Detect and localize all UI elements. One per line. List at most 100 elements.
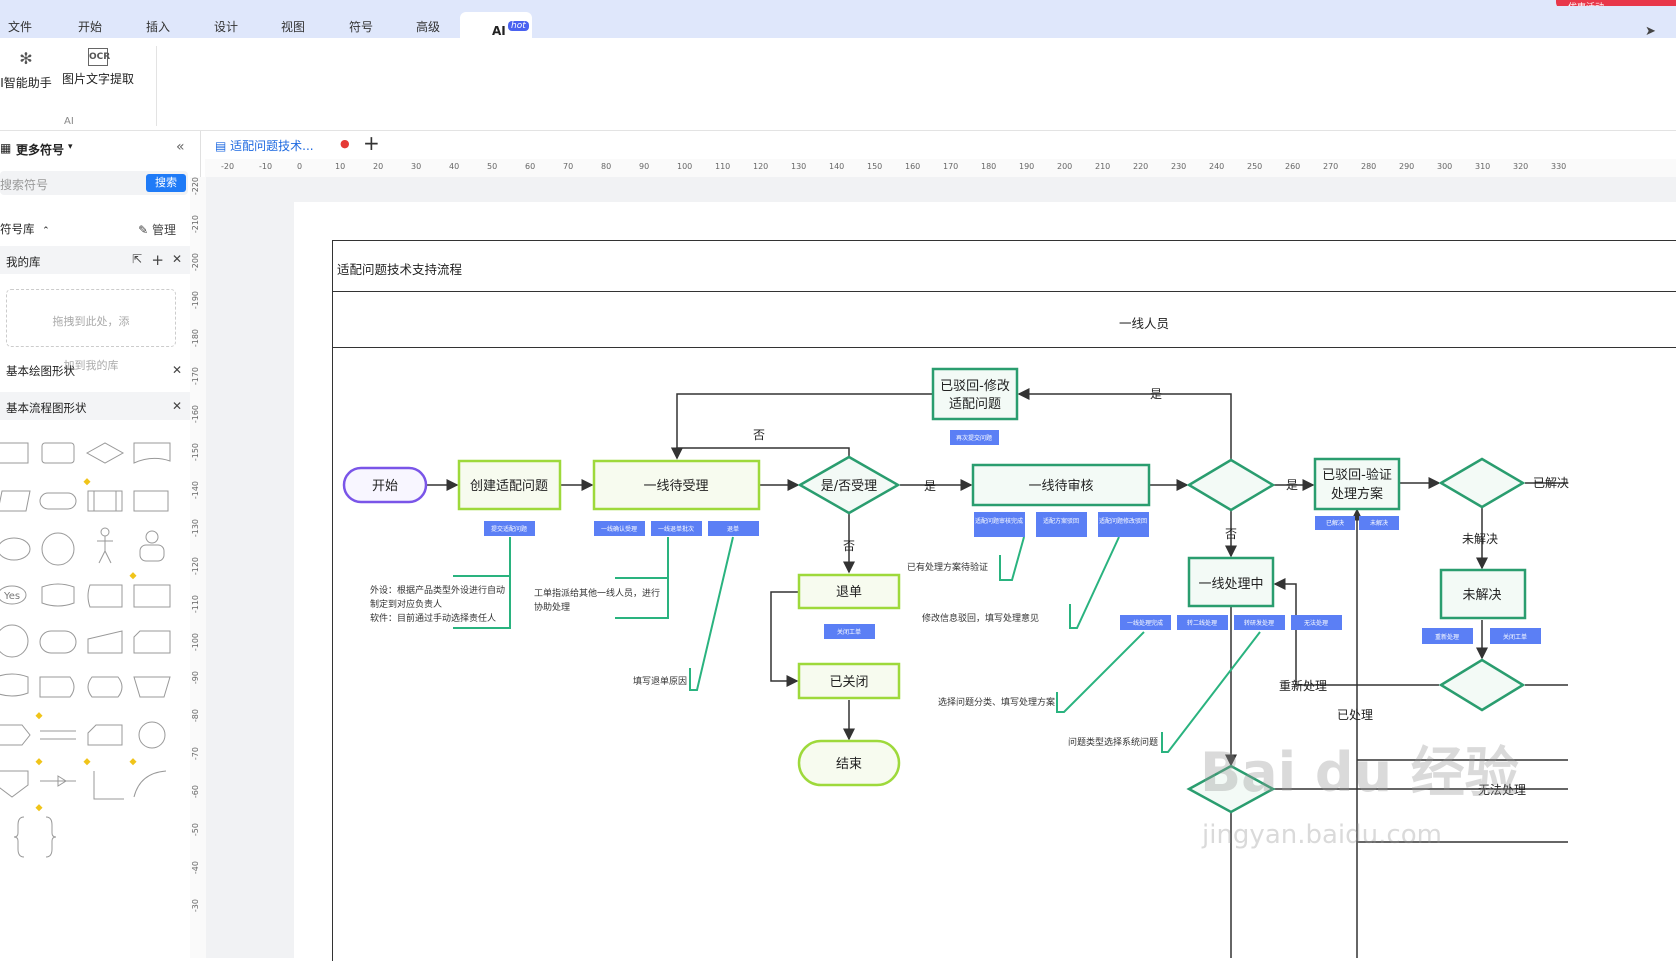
tag-r3[interactable]: [1098, 512, 1149, 537]
chevron-down-icon[interactable]: ▾: [68, 142, 73, 152]
canvas[interactable]: 适配问题技术支持流程 一线人员: [206, 177, 1676, 961]
menu-insert[interactable]: 插入: [146, 20, 171, 34]
sidebar-title[interactable]: 更多符号: [16, 143, 65, 157]
direct-data-shape[interactable]: [39, 630, 77, 654]
node-rejected-verify[interactable]: [1313, 457, 1401, 511]
circle-shape[interactable]: [41, 532, 75, 566]
node-unresolved[interactable]: [1439, 568, 1527, 620]
tag-p4[interactable]: [1291, 615, 1342, 630]
connector-shape[interactable]: [0, 624, 29, 658]
process-shape[interactable]: [87, 490, 123, 512]
export-icon[interactable]: ⇱: [131, 252, 142, 266]
stored-data-shape[interactable]: [87, 584, 123, 608]
internal-storage-shape[interactable]: [133, 584, 171, 608]
edge-rejected-accept[interactable]: [671, 393, 932, 460]
menu-advanced[interactable]: 高级: [416, 20, 441, 34]
callout-n4[interactable]: [999, 536, 1025, 581]
node-decide-accept[interactable]: [797, 455, 901, 515]
tag-v2[interactable]: [1359, 516, 1399, 530]
node-rejected-modify[interactable]: [931, 367, 1019, 421]
menu-home[interactable]: 开始: [78, 20, 103, 34]
shape-palette[interactable]: Yes: [0, 431, 190, 971]
diamond-shape[interactable]: [85, 442, 125, 464]
callout-n6[interactable]: [1056, 631, 1145, 713]
symbol-search[interactable]: 搜索符号 搜索: [0, 171, 188, 195]
basic-flow-row[interactable]: 基本流程图形状 ✕: [0, 392, 200, 420]
preparation-shape[interactable]: [0, 724, 31, 746]
callout-n7[interactable]: [1161, 631, 1261, 753]
manual-input-shape[interactable]: [87, 630, 123, 654]
display-shape[interactable]: [87, 676, 123, 698]
tag-r2[interactable]: [1036, 512, 1087, 537]
tag-u1[interactable]: [1422, 628, 1473, 644]
tag-v1[interactable]: [1315, 516, 1355, 530]
delay-shape[interactable]: [39, 676, 75, 698]
brace-shape[interactable]: [13, 816, 25, 858]
node-create[interactable]: [457, 459, 562, 511]
tag-t2[interactable]: [651, 521, 702, 536]
off-page-shape[interactable]: [0, 770, 29, 798]
add-icon[interactable]: +: [151, 251, 164, 269]
tag-t1[interactable]: [594, 521, 645, 536]
menu-symbol[interactable]: 符号: [349, 20, 374, 34]
yes-shape[interactable]: [0, 585, 27, 605]
parallelogram-shape[interactable]: [0, 490, 31, 512]
tag-u2[interactable]: [1490, 628, 1541, 644]
edge-reprocess[interactable]: [1273, 578, 1439, 686]
node-review-diamond[interactable]: [1186, 458, 1276, 512]
tag-close[interactable]: [824, 624, 875, 639]
edge-return-closed[interactable]: [770, 591, 799, 687]
node-end[interactable]: [797, 739, 901, 787]
person-shape[interactable]: [100, 527, 110, 537]
manage-button[interactable]: ✎ 管理: [138, 223, 176, 237]
node-processing[interactable]: [1187, 556, 1275, 608]
card-shape[interactable]: [133, 630, 171, 654]
share-icon[interactable]: ➤: [1645, 24, 1656, 39]
my-library-row[interactable]: 我的库 ⇱ + ✕: [0, 246, 200, 274]
search-button[interactable]: 搜索: [146, 174, 186, 192]
predefined-shape[interactable]: [133, 490, 169, 512]
tag-p3[interactable]: [1234, 615, 1285, 630]
tag-t3[interactable]: [708, 521, 759, 536]
tag-r1[interactable]: [974, 512, 1025, 537]
tape-shape[interactable]: [0, 673, 29, 697]
tag-resubmit[interactable]: [950, 430, 999, 445]
chevron-up-icon[interactable]: ⌃: [42, 226, 50, 236]
loop-limit-shape[interactable]: [87, 724, 123, 746]
collapse-icon[interactable]: «: [176, 139, 185, 155]
ellipse-shape[interactable]: [0, 537, 31, 561]
callout-n5[interactable]: [1069, 536, 1120, 629]
manual-operation-shape[interactable]: [133, 676, 171, 698]
callout-n1[interactable]: [453, 537, 511, 629]
terminator-shape[interactable]: [39, 492, 77, 510]
ai-assistant-button[interactable]: ✻ I智能助手: [0, 48, 52, 91]
tag-submit[interactable]: [484, 521, 535, 536]
close-icon[interactable]: ✕: [171, 363, 182, 377]
menu-view[interactable]: 视图: [281, 20, 306, 34]
annotation-shape[interactable]: [93, 771, 124, 800]
edge-decide-no-back[interactable]: [671, 447, 850, 460]
node-start[interactable]: [342, 466, 428, 504]
search-input[interactable]: 搜索符号: [0, 178, 49, 192]
ocr-button[interactable]: OCR 图片文字提取: [62, 48, 134, 87]
node-verify-diamond[interactable]: [1438, 457, 1526, 509]
edge-yes-rejected[interactable]: [1017, 388, 1232, 459]
tag-p2[interactable]: [1177, 615, 1228, 630]
close-icon[interactable]: ✕: [171, 252, 182, 266]
callout-n2[interactable]: [615, 537, 669, 619]
menu-file[interactable]: 文件: [8, 20, 33, 34]
doc-tab[interactable]: ▤ 适配问题技术...: [215, 139, 314, 153]
node-return[interactable]: [797, 573, 901, 610]
node-unresolved-diamond[interactable]: [1438, 658, 1526, 712]
menu-design[interactable]: 设计: [214, 20, 239, 34]
swimlane-pool[interactable]: 适配问题技术支持流程 一线人员: [332, 240, 1676, 961]
on-page-shape[interactable]: [138, 721, 166, 749]
cylinder-shape[interactable]: [41, 583, 75, 607]
callout-n3[interactable]: [689, 536, 734, 691]
user-shape[interactable]: [145, 530, 159, 544]
node-review[interactable]: [971, 463, 1151, 507]
node-closed[interactable]: [797, 662, 901, 700]
node-processing-diamond[interactable]: [1186, 764, 1276, 814]
tag-p1[interactable]: [1120, 615, 1171, 630]
document-shape[interactable]: [133, 442, 171, 464]
